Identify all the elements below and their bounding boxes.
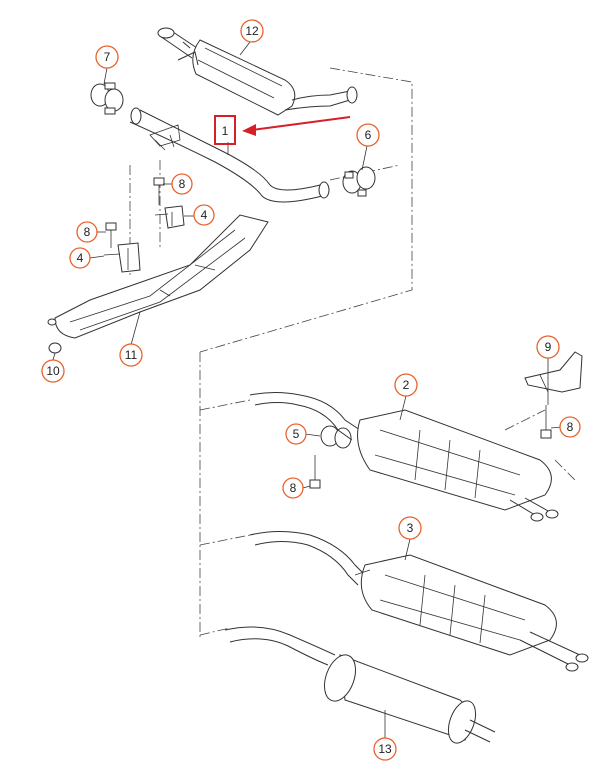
- svg-text:13: 13: [378, 742, 392, 756]
- part-clamp-7: [90, 82, 124, 115]
- part-rear-muffler-2: [249, 392, 559, 522]
- svg-text:5: 5: [293, 427, 300, 441]
- callout-8-upper: 8: [171, 173, 193, 195]
- svg-text:2: 2: [403, 378, 410, 392]
- part-front-exhaust-pipe: [129, 107, 330, 203]
- part-bolt-left: [105, 222, 117, 248]
- callout-5: 5: [285, 423, 307, 445]
- svg-text:9: 9: [545, 340, 552, 354]
- part-bolt-mid: [309, 455, 321, 489]
- part-front-resonator: [157, 27, 358, 116]
- part-clamp-6: [342, 166, 376, 197]
- svg-text:8: 8: [290, 481, 297, 495]
- svg-text:7: 7: [104, 50, 111, 64]
- part-bolt-right: [540, 405, 552, 439]
- part-bracket: [524, 351, 583, 393]
- callout-8-left: 8: [76, 221, 98, 243]
- svg-text:6: 6: [365, 128, 372, 142]
- callout-4-lower: 4: [69, 247, 91, 269]
- svg-text:3: 3: [407, 521, 414, 535]
- callout-9: 9: [536, 335, 560, 359]
- part-hanger-lower: [103, 242, 141, 273]
- part-rear-muffler-3: [249, 531, 589, 672]
- svg-text:4: 4: [77, 251, 84, 265]
- callout-8-right: 8: [559, 416, 581, 438]
- svg-text:8: 8: [179, 177, 186, 191]
- callout-7: 7: [95, 45, 119, 69]
- svg-text:11: 11: [125, 348, 138, 362]
- callout-3: 3: [398, 516, 422, 540]
- assembly-boundary-lines: [129, 67, 576, 640]
- highlight-part-1: [214, 115, 351, 145]
- part-bolt-upper: [153, 177, 165, 205]
- part-nut: [48, 342, 62, 354]
- callout-10: 10: [41, 359, 65, 383]
- part-clamp-5: [320, 425, 352, 449]
- callout-13: 13: [373, 737, 397, 761]
- svg-text:4: 4: [201, 208, 208, 222]
- svg-text:8: 8: [567, 420, 574, 434]
- svg-text:12: 12: [245, 24, 259, 38]
- leader-lines: [52, 41, 563, 738]
- callout-2: 2: [394, 373, 418, 397]
- callout-4-upper: 4: [193, 204, 215, 226]
- callout-8-mid: 8: [282, 477, 304, 499]
- part-rear-silencer-13: [224, 626, 496, 744]
- part-hanger-upper: [154, 205, 185, 229]
- callout-1: 1: [222, 124, 229, 138]
- callout-6: 6: [356, 123, 380, 147]
- svg-text:8: 8: [84, 225, 91, 239]
- svg-text:10: 10: [46, 364, 60, 378]
- callout-12: 12: [240, 19, 264, 43]
- callout-11: 11: [119, 343, 143, 367]
- part-heat-shield: [47, 214, 269, 339]
